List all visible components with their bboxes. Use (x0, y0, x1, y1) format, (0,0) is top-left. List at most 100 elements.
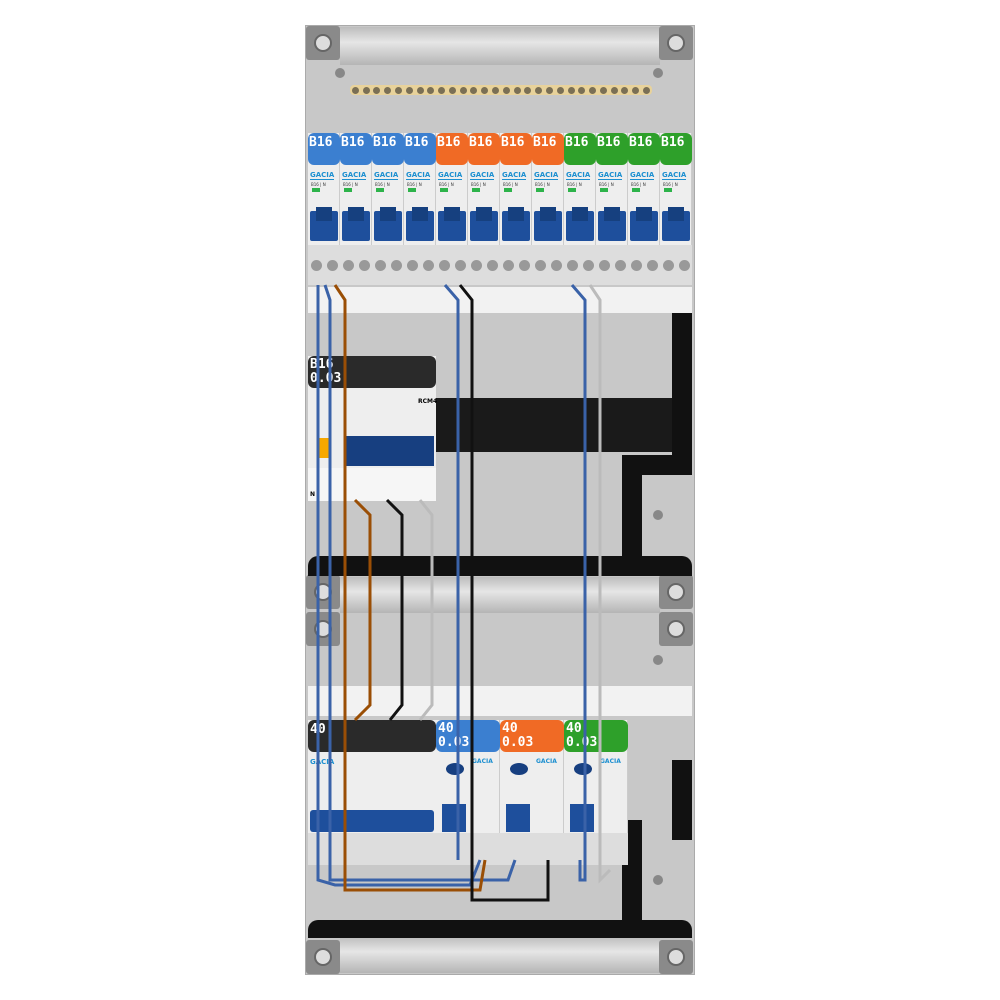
rcd-device: 40 0.03 GACIA (500, 720, 564, 865)
circuit-breaker: B16 GACIA B16 | N (628, 133, 660, 245)
wire-brown (333, 284, 487, 892)
rcd-device: 40 0.03 GACIA (564, 720, 628, 865)
breaker-lever[interactable] (502, 207, 530, 241)
mounting-screw-icon (659, 26, 693, 60)
busbar-screw-icon (373, 86, 381, 94)
test-button[interactable] (574, 763, 592, 775)
busbar-screw-icon (405, 86, 413, 94)
terminal-screw-icon (342, 259, 354, 271)
screw-icon (653, 510, 663, 520)
terminal-screw-icon (390, 259, 402, 271)
breaker-rating: B16 (372, 133, 404, 165)
brand-label: GACIA (406, 171, 431, 180)
rcd-lever[interactable] (506, 804, 530, 832)
rcm-module-label: RCM4 (418, 398, 438, 405)
breaker-lever[interactable] (470, 207, 498, 241)
circuit-breaker: B16 GACIA B16 | N (532, 133, 564, 245)
breaker-rating: B16 (660, 133, 692, 165)
circuit-breaker: B16 GACIA B16 | N (468, 133, 500, 245)
breaker-lever[interactable] (662, 207, 690, 241)
circuit-breaker: B16 GACIA B16 | N (564, 133, 596, 245)
breaker-rating: B16 (532, 133, 564, 165)
bottom-bar (308, 920, 692, 938)
status-indicator (664, 188, 672, 192)
terminal (308, 245, 340, 285)
status-indicator (600, 188, 608, 192)
status-indicator (408, 188, 416, 192)
label-strip (308, 287, 692, 313)
busbar-screw-icon (481, 86, 489, 94)
busbar-screw-icon (610, 86, 618, 94)
busbar-screw-icon (589, 86, 597, 94)
busbar-screw-icon (621, 86, 629, 94)
busbar-screw-icon (642, 86, 650, 94)
terminal-screw-icon (678, 259, 690, 271)
breaker-lever[interactable] (630, 207, 658, 241)
busbar-screw-icon (492, 86, 500, 94)
breaker-lever[interactable] (534, 207, 562, 241)
wire-black (458, 284, 550, 902)
busbar-screw-icon (599, 86, 607, 94)
busbar-screw-icon (502, 86, 510, 94)
breaker-lever[interactable] (310, 207, 338, 241)
middle-cover-strip (340, 577, 660, 613)
busbar-screw-icon (416, 86, 424, 94)
busbar-screw-icon (384, 86, 392, 94)
terminal-screw-icon (646, 259, 658, 271)
breaker-lever[interactable] (566, 207, 594, 241)
screw-icon (653, 655, 663, 665)
wire-grey (588, 284, 612, 884)
rcd-lever[interactable] (442, 804, 466, 832)
test-button[interactable] (318, 438, 330, 458)
rcd-lever[interactable] (570, 804, 594, 832)
status-indicator (312, 188, 320, 192)
circuit-breaker: B16 GACIA B16 | N (372, 133, 404, 245)
terminal (564, 245, 596, 285)
terminal-screw-icon (326, 259, 338, 271)
main-switch-lever[interactable] (310, 810, 434, 832)
brand-label: GACIA (662, 171, 687, 180)
terminal (660, 245, 692, 285)
breaker-rating: B16 (468, 133, 500, 165)
brand-label: GACIA (310, 758, 335, 766)
terminal-screw-icon (630, 259, 642, 271)
breaker-lever[interactable] (406, 207, 434, 241)
wire-grey (418, 499, 434, 721)
busbar-screw-icon (351, 86, 359, 94)
brand-label: GACIA (438, 171, 463, 180)
terminal-screw-icon (598, 259, 610, 271)
breaker-lever[interactable] (374, 207, 402, 241)
terminal-screw-icon (662, 259, 674, 271)
rcbo-rating: B16 (310, 357, 334, 372)
status-indicator (472, 188, 480, 192)
model-label: B16 | N (375, 182, 390, 187)
breaker-lever[interactable] (438, 207, 466, 241)
wire-blue (443, 284, 460, 860)
breaker-rating: B16 (436, 133, 468, 165)
model-label: B16 | N (407, 182, 422, 187)
status-indicator (536, 188, 544, 192)
model-label: B16 | N (663, 182, 678, 187)
top-breaker-row: B16 GACIA B16 | N B16 GACIA B16 | N B16 … (308, 133, 692, 245)
screw-icon (335, 68, 345, 78)
breaker-rating: B16 (340, 133, 372, 165)
mounting-screw-icon (306, 940, 340, 974)
rcbo-lever[interactable] (344, 436, 434, 466)
busbar-screw-icon (427, 86, 435, 94)
terminal-screw-icon (470, 259, 482, 271)
busbar-screw-icon (545, 86, 553, 94)
model-label: B16 | N (311, 182, 326, 187)
busbar-screw-icon (362, 86, 370, 94)
breaker-lever[interactable] (598, 207, 626, 241)
test-button[interactable] (510, 763, 528, 775)
breaker-lever[interactable] (342, 207, 370, 241)
busbar-screw-icon (632, 86, 640, 94)
brand-label: GACIA (598, 171, 623, 180)
terminal (628, 245, 660, 285)
rcd-rating: 40 (566, 721, 582, 736)
circuit-breaker: B16 GACIA B16 | N (436, 133, 468, 245)
busbar-screw-icon (459, 86, 467, 94)
brand-label: GACIA (536, 758, 557, 765)
brand-label: GACIA (342, 171, 367, 180)
